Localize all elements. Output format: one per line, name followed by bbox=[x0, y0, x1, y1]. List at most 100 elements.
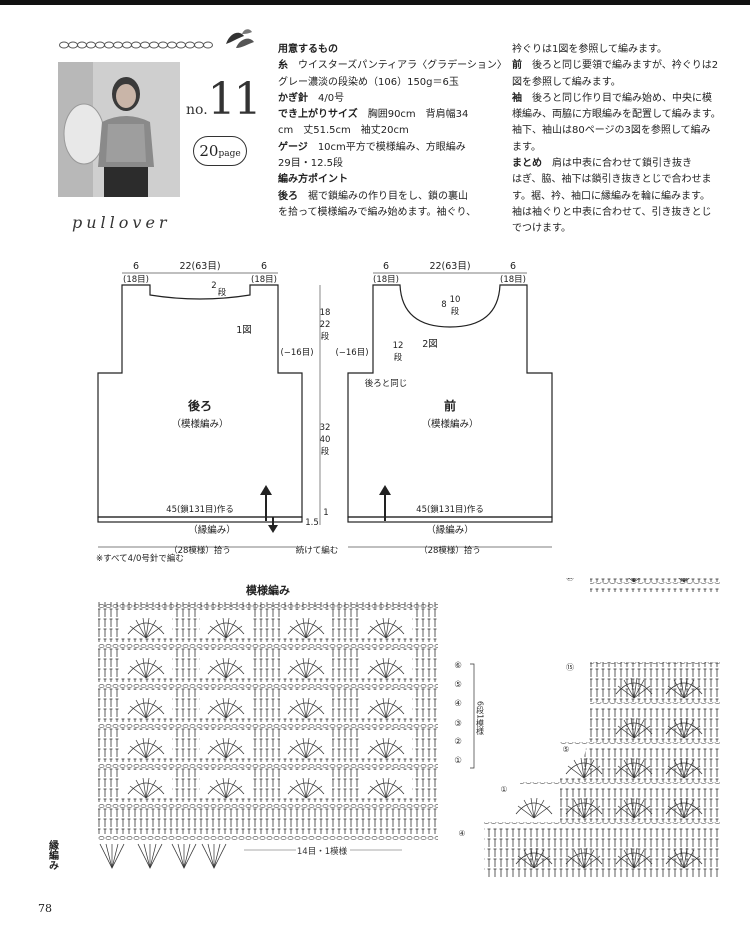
instructions-column: 衿ぐりは1図を参照して編みます。 前 後ろと同じ要領で編みますが、衿ぐりは2 図… bbox=[512, 42, 724, 238]
back-top-left-sub: (18目) bbox=[123, 275, 149, 285]
front-side-unit: 段 bbox=[394, 352, 403, 363]
back-top-right: 6 bbox=[261, 261, 267, 272]
front-side-dec: (−16目) bbox=[335, 348, 368, 358]
front-edge-band bbox=[347, 516, 553, 523]
finish-text-3: す。裾、衿、袖口に縁編みを輪に編みます。 bbox=[512, 190, 710, 202]
back-edge-rows: 1 bbox=[323, 508, 328, 518]
stitch-chart: 模様編み ⑥ ⑤ ④ ③ ② ① 6段1模様 14目・1模様 縁 bbox=[47, 578, 720, 878]
front-start: 45(鎖131目)作る bbox=[416, 504, 484, 515]
page-badge-number: 20 bbox=[199, 142, 219, 160]
sleeve-text-3: 袖下、袖山は80ページの3図を参照して編み bbox=[512, 125, 711, 137]
front-neck-rows: 10 bbox=[450, 295, 461, 305]
front-text: 後ろと同じ要領で編みますが、衿ぐりは2 bbox=[532, 60, 719, 72]
page-badge-suffix: page bbox=[218, 149, 241, 159]
front-label: 前 bbox=[444, 398, 456, 413]
main-chart-body bbox=[98, 602, 438, 840]
front-pattern: （模様編み） bbox=[421, 418, 478, 430]
back-body-unit: 段 bbox=[321, 446, 330, 457]
chain-ornament bbox=[59, 41, 213, 49]
front-same-as-back: 後ろと同じ bbox=[365, 378, 408, 389]
hook-label: かぎ針 bbox=[278, 92, 308, 104]
row-5: ⑤ bbox=[454, 680, 462, 690]
back-armhole-rows: 22 bbox=[320, 320, 331, 330]
front-top-right: 6 bbox=[510, 261, 516, 272]
page-number: 78 bbox=[38, 902, 52, 915]
front-pickup: （28模様）拾う bbox=[419, 545, 481, 556]
schematic-diagrams: 6 (18目) 22(63目) 6 (18目) 2 段 1図 (−16目) 後ろ… bbox=[97, 261, 553, 556]
yarn-text-2: グレー濃淡の段染め（106）150g＝6玉 bbox=[278, 76, 459, 88]
back-edge-band bbox=[97, 516, 303, 523]
row-1: ① bbox=[454, 756, 462, 766]
number-prefix: no. bbox=[186, 102, 208, 118]
yarn-text: ウイスターズパンティアラ〈グラデーション〉 bbox=[298, 60, 507, 72]
gauge-label: ゲージ bbox=[278, 141, 308, 153]
gauge-text-2: 29目・12.5段 bbox=[278, 158, 343, 170]
instr-line-1: 衿ぐりは1図を参照して編みます。 bbox=[512, 44, 668, 55]
points-heading: 編み方ポイント bbox=[278, 174, 348, 186]
repeat-label: 6段1模様 bbox=[476, 701, 485, 735]
sleeve-text-2: 様編み、両脇に方眼編みを配置して編みます。 bbox=[512, 109, 721, 121]
front-text-2: 図を参照して編みます。 bbox=[512, 76, 621, 88]
materials-heading: 用意するもの bbox=[278, 44, 338, 55]
back-top-right-sub: (18目) bbox=[251, 275, 277, 285]
neck-row-20: ⑳ bbox=[566, 578, 574, 582]
back-body-cm: 32 bbox=[320, 423, 331, 433]
back-top-left: 6 bbox=[133, 261, 139, 272]
back-armhole-unit: 段 bbox=[321, 331, 330, 342]
back-label: 後ろ bbox=[278, 190, 298, 202]
size-text: 胸囲90cm 背肩幅34 bbox=[367, 109, 469, 121]
row-6: ⑥ bbox=[454, 661, 462, 671]
front-label: 前 bbox=[512, 60, 522, 72]
sleeve-text: 後ろと同じ作り目で編み始め、中央に模 bbox=[532, 92, 712, 104]
pattern-number: no.11 bbox=[186, 74, 262, 125]
back-edge: （縁編み） bbox=[188, 524, 236, 536]
number-value: 11 bbox=[207, 74, 262, 125]
front-neck-unit: 段 bbox=[451, 306, 460, 317]
neck-row-4: ④ bbox=[458, 829, 465, 838]
finish-text: 肩は中表に合わせて鎖引き抜き bbox=[552, 158, 692, 170]
repeat-bottom: 14目・1模様 bbox=[297, 846, 348, 857]
sleeve-text-4: ます。 bbox=[512, 141, 541, 153]
hook-note: ※すべて4/0号針で編む bbox=[96, 554, 184, 564]
back-outline bbox=[97, 284, 303, 518]
top-rule bbox=[0, 0, 750, 5]
back-side-dec: (−16目) bbox=[280, 348, 313, 358]
edge-shells bbox=[99, 843, 227, 869]
front-top-right-sub: (18目) bbox=[500, 275, 526, 285]
hook-text: 4/0号 bbox=[318, 92, 345, 104]
back-armhole-cm: 18 bbox=[320, 308, 331, 318]
chart-title: 模様編み bbox=[246, 583, 290, 597]
edge-label: 縁編み bbox=[47, 839, 59, 871]
finish-text-4: 袖は袖ぐりと中表に合わせて、引き抜きとじ bbox=[512, 206, 712, 218]
size-text-2: cm 丈51.5cm 袖丈20cm bbox=[278, 125, 409, 137]
neck-row-15: ⑮ bbox=[566, 663, 574, 672]
gauge-text: 10cm平方で模様編み、方眼編み bbox=[317, 141, 466, 153]
back-continue: 続けて編む bbox=[296, 545, 339, 556]
neck-row-5: ⑤ bbox=[562, 745, 569, 754]
front-top-left-sub: (18目) bbox=[373, 275, 399, 285]
row-4: ④ bbox=[454, 699, 462, 709]
front-top-mid: 22(63目) bbox=[429, 261, 470, 272]
front-side-rows: 12 bbox=[393, 341, 404, 351]
page-badge: 20page bbox=[193, 136, 247, 166]
front-top-left: 6 bbox=[383, 261, 389, 272]
row-2: ② bbox=[454, 737, 462, 747]
back-pickup: （28模様）拾う bbox=[169, 545, 231, 556]
finish-label: まとめ bbox=[512, 158, 542, 170]
back-text-2: を拾って模様編みで編み始めます。袖ぐり、 bbox=[278, 206, 477, 218]
back-top-mid: 22(63目) bbox=[179, 261, 220, 272]
size-label: でき上がりサイズ bbox=[278, 109, 358, 121]
yarn-label: 糸 bbox=[278, 60, 288, 72]
front-neck-cm: 8 bbox=[441, 300, 446, 310]
sleeve-label: 袖 bbox=[512, 92, 522, 104]
materials-column: 用意するもの 糸 ウイスターズパンティアラ〈グラデーション〉 グレー濃淡の段染め… bbox=[278, 42, 507, 221]
back-neck-rows: 2 bbox=[211, 281, 216, 291]
back-label: 後ろ bbox=[188, 398, 212, 413]
style-name: pullover bbox=[72, 213, 171, 232]
back-neck-unit: 段 bbox=[218, 287, 227, 298]
back-body-rows: 40 bbox=[320, 435, 331, 445]
neck-row-1: ① bbox=[500, 785, 507, 794]
finish-text-5: でつけます。 bbox=[512, 223, 571, 235]
back-text: 裾で鎖編みの作り目をし、鎖の裏山 bbox=[308, 190, 468, 202]
model-photo bbox=[58, 62, 180, 197]
